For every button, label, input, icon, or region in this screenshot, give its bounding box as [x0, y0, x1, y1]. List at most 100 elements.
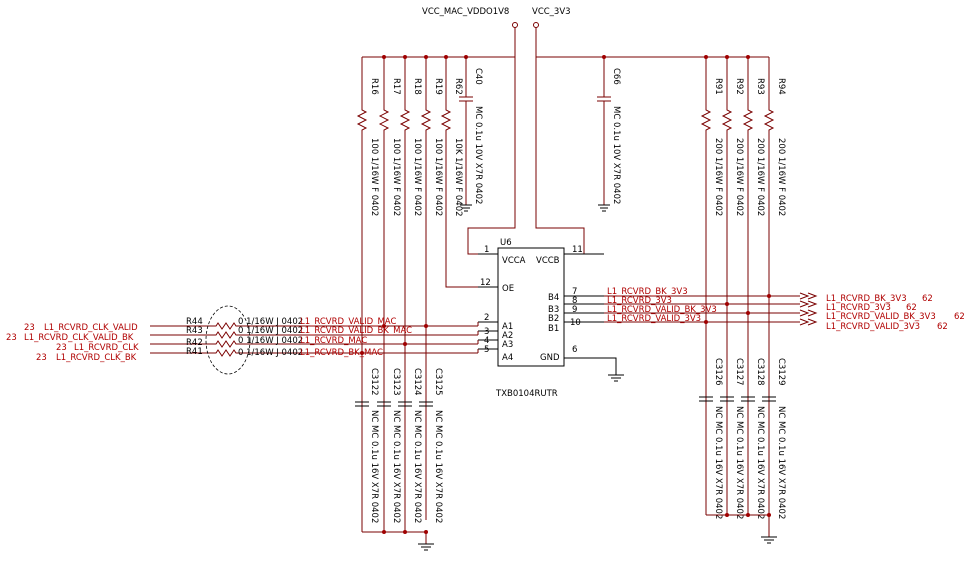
resistor-r43-ref: R43: [186, 326, 203, 336]
resistor-r19: R19 100 1/16W F 0402: [420, 57, 443, 520]
svg-text:R93: R93: [755, 78, 765, 95]
svg-text:R17: R17: [391, 78, 401, 95]
svg-text:10: 10: [570, 318, 581, 328]
svg-text:23: 23: [6, 333, 17, 343]
svg-text:A4: A4: [502, 353, 513, 363]
offpage-in-3: 23 L1_RCVRD_CLK: [56, 343, 139, 353]
svg-text:L1_RCVRD_VALID_BK_3V3: L1_RCVRD_VALID_BK_3V3: [607, 305, 717, 315]
capacitor-c3129-ref: C3129: [776, 358, 786, 386]
svg-text:B1: B1: [548, 324, 559, 334]
resistor-r92: R92 200 1/16W F 0402: [721, 57, 744, 515]
svg-text:NC MC 0.1u 16V X7R 0402: NC MC 0.1u 16V X7R 0402: [755, 406, 765, 519]
resistor-r41-ref: R41: [186, 347, 203, 357]
svg-text:L1_RCVRD_CLK_BK: L1_RCVRD_CLK_BK: [56, 353, 137, 363]
svg-text:NC MC 0.1u 16V X7R 0402: NC MC 0.1u 16V X7R 0402: [391, 410, 401, 523]
svg-text:VCCB: VCCB: [536, 256, 560, 266]
svg-text:OE: OE: [502, 284, 514, 294]
svg-text:MC 0.1u 10V X7R 0402: MC 0.1u 10V X7R 0402: [473, 106, 483, 204]
offpage-in-2: 23 L1_RCVRD_CLK_VALID_BK: [6, 333, 134, 343]
svg-text:200 1/16W F 0402: 200 1/16W F 0402: [776, 138, 786, 216]
svg-text:100 1/16W F 0402: 100 1/16W F 0402: [391, 138, 401, 216]
svg-text:R92: R92: [734, 78, 744, 95]
svg-text:GND: GND: [540, 353, 560, 363]
offpage-in-4: 23 L1_RCVRD_CLK_BK: [36, 353, 137, 363]
svg-text:200 1/16W F 0402: 200 1/16W F 0402: [713, 138, 723, 216]
svg-text:NC MC 0.1u 16V X7R 0402: NC MC 0.1u 16V X7R 0402: [412, 410, 422, 523]
svg-text:B2: B2: [548, 314, 559, 324]
svg-text:9: 9: [572, 305, 577, 315]
svg-text:R94: R94: [776, 78, 786, 95]
svg-text:2: 2: [484, 313, 489, 323]
svg-text:4: 4: [484, 336, 489, 346]
svg-text:100 1/16W F 0402: 100 1/16W F 0402: [412, 138, 422, 216]
capacitor-c3122-ref: C3122: [369, 368, 379, 396]
net-wire-r41: [150, 349, 478, 357]
bottom-cap-group-left: C3122 NC MC 0.1u 16V X7R 0402 C3123 NC M…: [355, 368, 443, 551]
offpage-out-4: L1_RCVRD_VALID_3V3: [826, 322, 920, 332]
resistor-r91: R91 200 1/16W F 0402: [700, 57, 723, 515]
vccb-wire: [535, 27, 604, 255]
capacitor-c3126-ref: C3126: [713, 358, 723, 386]
svg-text:A1: A1: [502, 322, 513, 332]
resistor-r62: R62 10K 1/16W F 0402: [440, 57, 478, 288]
svg-text:5: 5: [484, 345, 489, 355]
net-wire-r42: [150, 340, 478, 348]
net-l1-rcvrd-valid-bk-mac: L1_RCVRD_VALID_BK_MAC: [300, 326, 412, 336]
highlight-ellipse: [205, 305, 251, 375]
offpage-arrow-icon: [799, 300, 818, 308]
svg-text:NC MC 0.1u 16V X7R 0402: NC MC 0.1u 16V X7R 0402: [433, 410, 443, 523]
svg-text:MC 0.1u 10V X7R 0402: MC 0.1u 10V X7R 0402: [611, 106, 621, 204]
svg-text:R91: R91: [713, 78, 723, 95]
svg-text:L1_RCVRD_CLK_VALID_BK: L1_RCVRD_CLK_VALID_BK: [24, 333, 134, 343]
top-resistor-group-left: R16 100 1/16W F 0402 R17 100 1/16W F 040…: [356, 55, 478, 520]
resistor-r44-ref: R44: [186, 317, 203, 327]
offpage-out-3: L1_RCVRD_VALID_BK_3V3: [826, 312, 936, 322]
svg-text:NC MC 0.1u 16V X7R 0402: NC MC 0.1u 16V X7R 0402: [734, 406, 744, 519]
net-wire-r44: [150, 322, 478, 330]
chip-body: [497, 247, 565, 367]
svg-text:6: 6: [572, 345, 577, 355]
vcc-3v3-label: VCC_3V3: [532, 7, 571, 17]
vcca-wire: [467, 27, 516, 255]
b-side-signals: L1_RCVRD_BK_3V3 L1_RCVRD_3V3 L1_RCVRD_VA…: [604, 287, 965, 332]
net-l1-rcvrd-valid-mac: L1_RCVRD_VALID_MAC: [300, 317, 396, 327]
svg-text:200 1/16W F 0402: 200 1/16W F 0402: [734, 138, 744, 216]
svg-text:11: 11: [572, 245, 583, 255]
svg-text:R16: R16: [369, 78, 379, 95]
svg-text:NC MC 0.1u 16V X7R 0402: NC MC 0.1u 16V X7R 0402: [776, 406, 786, 519]
svg-text:62: 62: [922, 294, 933, 304]
resistor-r17: R17 100 1/16W F 0402: [378, 57, 401, 520]
svg-text:0 1/16W J 0402: 0 1/16W J 0402: [238, 336, 303, 346]
vcc-3v3-port: [533, 22, 539, 28]
offpage-arrow-icon: [799, 318, 818, 326]
svg-text:62: 62: [954, 312, 965, 322]
capacitor-c3128-ref: C3128: [755, 358, 765, 386]
svg-text:L1_RCVRD_CLK_VALID: L1_RCVRD_CLK_VALID: [44, 323, 138, 333]
capacitor-c3127-ref: C3127: [734, 358, 744, 386]
capacitor-c3125-ref: C3125: [433, 368, 443, 396]
svg-text:NC MC 0.1u 16V X7R 0402: NC MC 0.1u 16V X7R 0402: [713, 406, 723, 519]
net-wire-r43: [150, 331, 478, 339]
svg-text:3: 3: [484, 327, 489, 337]
offpage-in-1: 23 L1_RCVRD_CLK_VALID: [24, 323, 138, 333]
svg-text:VCCA: VCCA: [502, 256, 526, 266]
resistor-r93: R93 200 1/16W F 0402: [742, 57, 765, 515]
a-side-signals: 23 L1_RCVRD_CLK_VALID 23 L1_RCVRD_CLK_VA…: [6, 305, 479, 375]
svg-text:23: 23: [24, 323, 35, 333]
svg-text:A2: A2: [502, 331, 513, 341]
vcc-mac-vddo1v8-port: [512, 22, 518, 28]
ground-icon: [598, 204, 610, 212]
svg-text:23: 23: [36, 353, 47, 363]
svg-text:L1_RCVRD_BK_3V3: L1_RCVRD_BK_3V3: [607, 287, 688, 297]
svg-text:62: 62: [937, 322, 948, 332]
svg-text:C66: C66: [611, 68, 621, 85]
vcc-mac-vddo1v8-label: VCC_MAC_VDDO1V8: [422, 7, 509, 17]
capacitor-c40: C40 MC 0.1u 10V X7R 0402: [459, 57, 483, 212]
resistor-r16: R16 100 1/16W F 0402: [356, 57, 379, 520]
svg-text:200 1/16W F 0402: 200 1/16W F 0402: [755, 138, 765, 216]
svg-text:B4: B4: [548, 293, 559, 303]
svg-text:8: 8: [572, 296, 577, 306]
ground-icon: [761, 536, 777, 544]
svg-text:L1_RCVRD_VALID_3V3: L1_RCVRD_VALID_3V3: [607, 314, 701, 324]
